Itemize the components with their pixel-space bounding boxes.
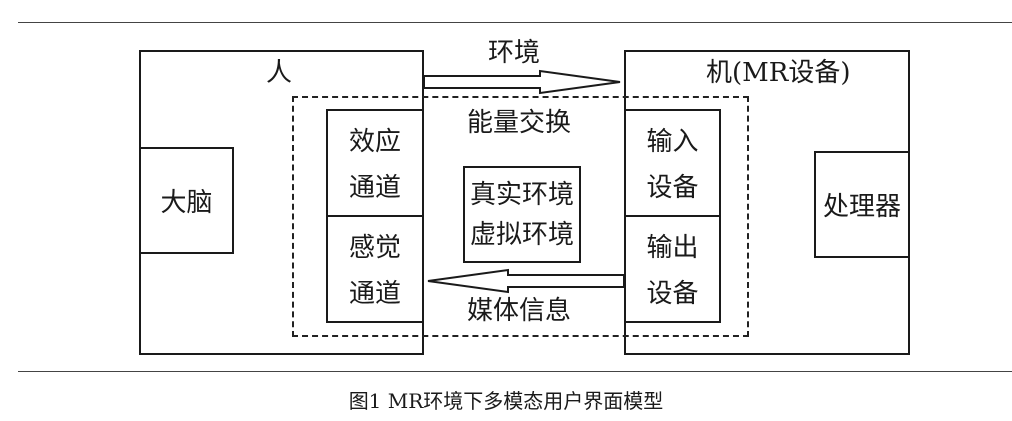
input-device-line1: 输入 (646, 127, 699, 157)
virtual-environment-label: 虚拟环境 (469, 220, 574, 250)
media-info-label: 媒体信息 (467, 296, 572, 326)
effect-channel-box: 效应 通道 (326, 109, 424, 217)
output-device-line2: 设备 (646, 279, 699, 309)
effect-channel-line2: 通道 (348, 173, 401, 203)
processor-label: 处理器 (822, 192, 901, 222)
energy-exchange-label: 能量交换 (467, 108, 572, 138)
input-device-line2: 设备 (646, 173, 699, 203)
output-device-line1: 输出 (646, 233, 699, 263)
brain-label: 大脑 (160, 188, 213, 218)
top-border-line (18, 22, 1012, 23)
processor-box: 处理器 (814, 151, 910, 258)
input-device-box: 输入 设备 (624, 109, 721, 217)
real-environment-label: 真实环境 (469, 180, 574, 210)
bottom-border-line (18, 371, 1012, 372)
sense-channel-box: 感觉 通道 (326, 215, 424, 323)
media-info-arrow (427, 268, 625, 294)
environment-flow-label: 环境 (488, 38, 541, 68)
brain-box: 大脑 (139, 147, 234, 254)
output-device-box: 输出 设备 (624, 215, 721, 323)
effect-channel-line1: 效应 (348, 127, 401, 157)
interaction-region (292, 96, 749, 337)
sense-channel-line2: 通道 (348, 279, 401, 309)
sense-channel-line1: 感觉 (348, 233, 401, 263)
environment-box: 真实环境 虚拟环境 (463, 166, 581, 263)
human-title: 人 (266, 58, 293, 88)
figure-caption: 图1 MR环境下多模态用户界面模型 (348, 389, 664, 413)
machine-title: 机(MR设备) (706, 58, 851, 88)
environment-arrow (423, 69, 621, 95)
